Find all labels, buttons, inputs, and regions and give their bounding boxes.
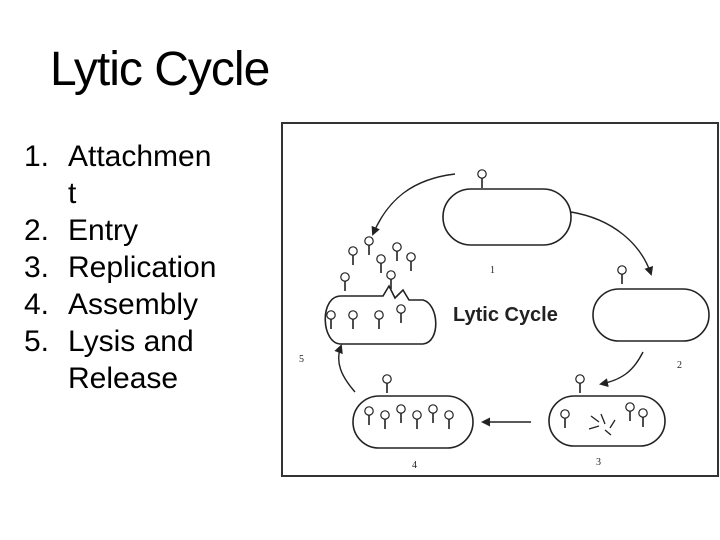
bacterial-cell	[593, 289, 709, 341]
bacteriophage-icon	[407, 253, 415, 271]
stage-number-label: 2	[677, 360, 682, 371]
stage-number-label: 3	[596, 457, 601, 468]
step-list: 1. Attachment 2. Entry 3. Replication 4.…	[24, 138, 264, 397]
diagram-center-label: Lytic Cycle	[453, 304, 558, 326]
step-number: 4.	[24, 286, 49, 323]
step-text: Assembly	[68, 286, 218, 323]
cycle-arrow	[571, 212, 651, 274]
bacterial-cell	[353, 396, 473, 448]
cycle-arrow	[373, 174, 455, 234]
bacteriophage-icon	[478, 170, 486, 188]
cycle-arrow	[601, 352, 643, 384]
step-item: 5. Lysis and Release	[24, 323, 264, 397]
slide-title: Lytic Cycle	[50, 40, 269, 100]
bacterial-cell	[443, 189, 571, 245]
step-text: Entry	[68, 212, 218, 249]
bacteriophage-icon	[365, 237, 373, 255]
cycle-arrow	[339, 346, 355, 392]
lytic-cycle-figure: Lytic Cycle 1 2 3 4 5	[281, 122, 719, 477]
step-number: 5.	[24, 323, 49, 360]
stage-number-label: 5	[299, 354, 304, 365]
step-number: 3.	[24, 249, 49, 286]
bacteriophage-icon	[576, 375, 584, 393]
bacteriophage-icon	[377, 255, 385, 273]
step-item: 3. Replication	[24, 249, 264, 286]
step-number: 1.	[24, 138, 49, 175]
step-text: Attachment	[68, 138, 218, 212]
bacteriophage-icon	[349, 247, 357, 265]
bacteriophage-icon	[341, 273, 349, 291]
stage-number-label: 4	[412, 460, 417, 471]
bacterial-cell	[549, 396, 665, 446]
step-text: Lysis and Release	[68, 323, 218, 397]
stage-number-label: 1	[490, 265, 495, 276]
bacteriophage-icon	[618, 266, 626, 284]
bacteriophage-icon	[393, 243, 401, 261]
bacteriophage-icon	[383, 375, 391, 393]
step-text: Replication	[68, 249, 218, 286]
lytic-cycle-diagram: Lytic Cycle 1 2 3 4 5	[283, 124, 717, 475]
step-item: 4. Assembly	[24, 286, 264, 323]
step-item: 2. Entry	[24, 212, 264, 249]
step-number: 2.	[24, 212, 49, 249]
step-item: 1. Attachment	[24, 138, 264, 212]
